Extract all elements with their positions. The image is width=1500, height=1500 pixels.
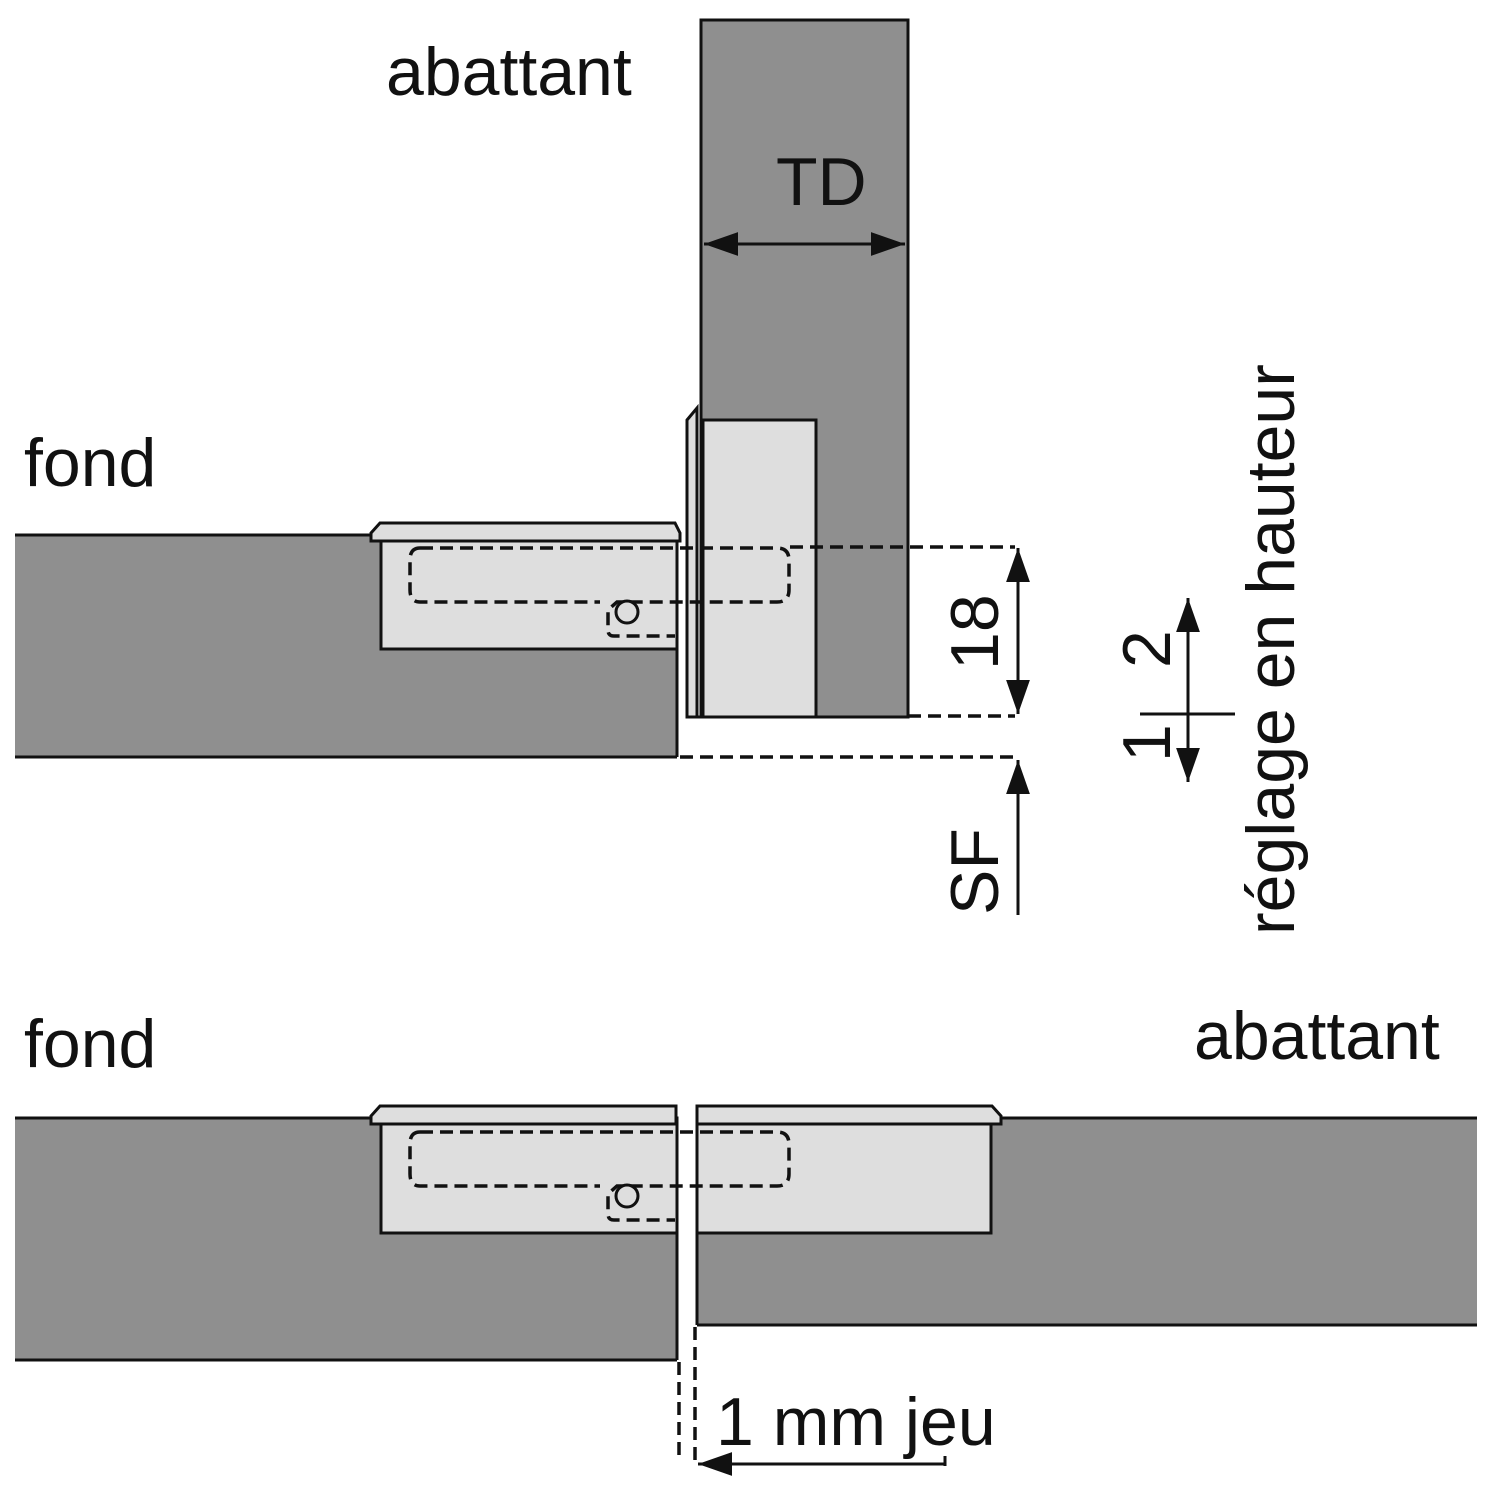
bottom-fond-label: fond xyxy=(24,1006,156,1082)
bottom-abattant-label: abattant xyxy=(1194,998,1440,1074)
top-abattant-label: abattant xyxy=(386,34,632,110)
top-abattant-hinge-block xyxy=(701,418,818,719)
top-abattant-plate-flange xyxy=(685,403,699,719)
bottom-abattant-hinge-plate xyxy=(695,1116,993,1235)
bottom-fond-hinge-plate xyxy=(379,1116,679,1235)
top-fond-hinge-plate xyxy=(379,533,679,651)
bottom-connector-dashed-left xyxy=(408,1130,600,1188)
adjust-1-label: 1 xyxy=(1109,724,1185,762)
bottom-fond-plate-flange xyxy=(369,1104,678,1126)
adjust-2-label: 2 xyxy=(1109,630,1185,668)
top-connector-dashed xyxy=(420,546,791,638)
bottom-connector-dashed xyxy=(420,1130,791,1222)
dim-18-label: 18 xyxy=(937,594,1013,670)
top-view: abattant fond TD 18 SF 2 1 réglage en ha… xyxy=(15,18,1309,935)
td-label: TD xyxy=(776,144,867,220)
top-fond-plate-flange xyxy=(369,521,682,543)
jeu-label: 1 mm jeu xyxy=(716,1384,996,1460)
bottom-abattant-plate-flange xyxy=(695,1104,1003,1126)
bottom-pivot-circle xyxy=(614,1183,640,1209)
reglage-label: réglage en hauteur xyxy=(1233,364,1309,935)
top-connector-dashed-left xyxy=(408,546,600,604)
bottom-view: fond abattant 1 mm jeu xyxy=(15,998,1477,1476)
top-pivot-circle xyxy=(614,599,640,625)
top-fond-label: fond xyxy=(24,425,156,501)
sf-label: SF xyxy=(937,828,1013,915)
